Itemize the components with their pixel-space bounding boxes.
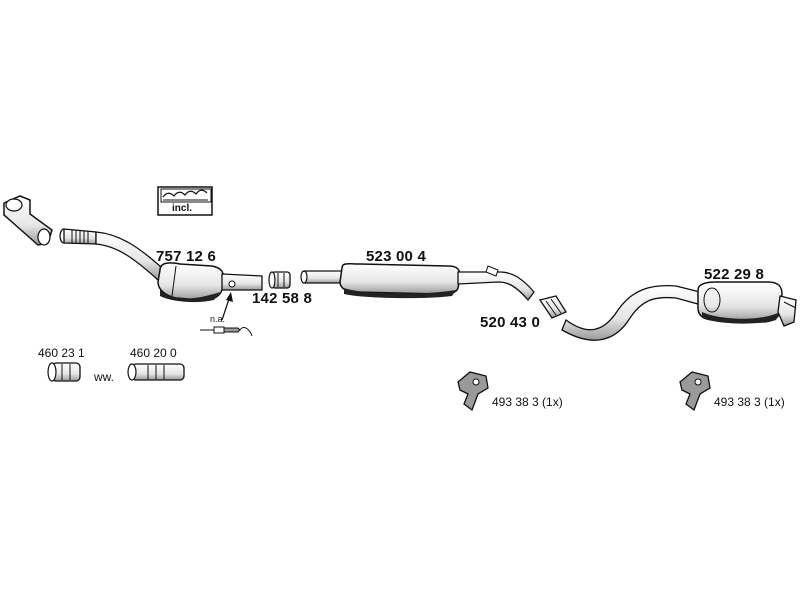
rear-pipe bbox=[561, 284, 701, 341]
ww-label: ww. bbox=[94, 370, 115, 384]
connector-clamp bbox=[538, 295, 567, 319]
front-pipe bbox=[59, 228, 163, 282]
connector-part-number: 520 43 0 bbox=[480, 314, 540, 331]
rear-silencer-part-number: 522 29 8 bbox=[704, 266, 764, 283]
middle-silencer bbox=[300, 262, 535, 302]
rear-silencer bbox=[697, 281, 797, 327]
middle-silencer-part-number: 523 00 4 bbox=[366, 248, 426, 265]
catalyst-part-number: 757 12 6 bbox=[156, 248, 216, 265]
seal-long-part-number: 460 20 0 bbox=[130, 346, 177, 360]
rubber-hanger-right bbox=[679, 371, 711, 412]
seal-small-part-number: 460 23 1 bbox=[38, 346, 85, 360]
seal-ring-long bbox=[127, 363, 185, 381]
lambda-sensor bbox=[200, 292, 253, 337]
included-parts-box bbox=[157, 186, 213, 216]
seal-ring-small bbox=[47, 362, 81, 382]
manifold-flange bbox=[3, 195, 53, 246]
clamp-part-number: 142 58 8 bbox=[252, 290, 312, 307]
hanger-left-part-number: 493 38 3 (1x) bbox=[492, 395, 563, 409]
included-label: incl. bbox=[172, 203, 193, 214]
not-available-label: n.a. bbox=[210, 314, 226, 324]
catalytic-converter bbox=[157, 262, 263, 303]
pipe-clamp bbox=[268, 271, 291, 289]
rubber-hanger-left bbox=[457, 371, 489, 412]
hanger-right-part-number: 493 38 3 (1x) bbox=[714, 395, 785, 409]
